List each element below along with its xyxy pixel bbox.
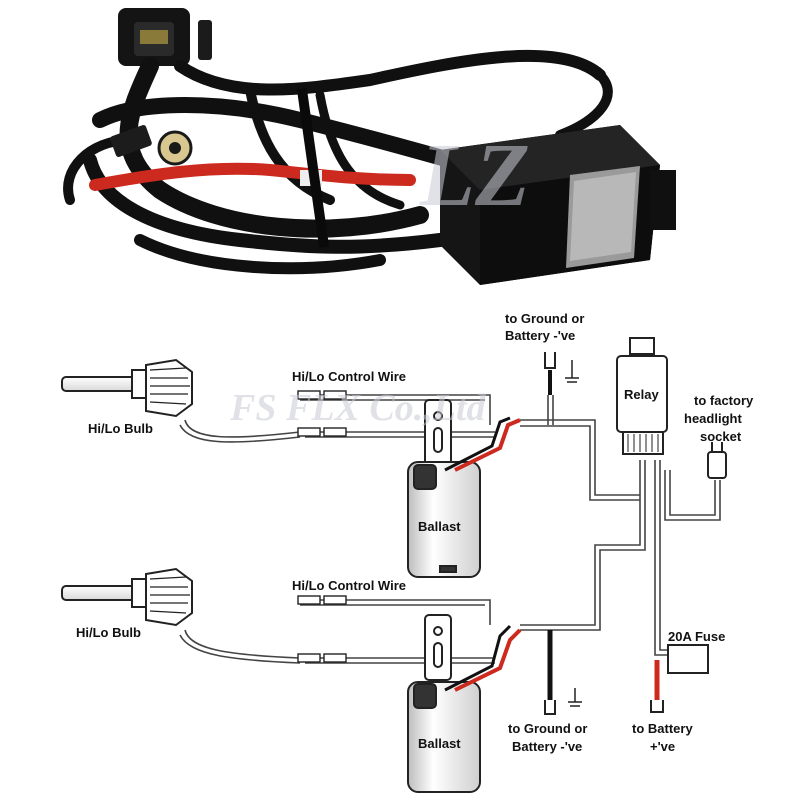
relay bbox=[616, 337, 668, 455]
connector-plug bbox=[118, 8, 212, 66]
diagram-watermark: FS FLX Co.,Ltd bbox=[229, 387, 486, 429]
control-wire-top-label: Hi/Lo Control Wire bbox=[292, 369, 406, 384]
hilo-bulb-bottom bbox=[61, 567, 193, 627]
inline-connectors-top bbox=[297, 390, 347, 437]
ballast-bottom bbox=[407, 614, 522, 793]
diagram-labels: to Ground or Battery -'ve Relay to facto… bbox=[76, 311, 754, 754]
factory-label-line3: socket bbox=[700, 429, 742, 444]
ground-bottom-label-line1: to Ground or bbox=[508, 721, 587, 736]
ballast-bottom-label: Ballast bbox=[418, 736, 461, 751]
ground-bottom-label-line2: Battery -'ve bbox=[512, 739, 582, 754]
ground-terminal-bottom bbox=[544, 630, 582, 715]
fuse-20a bbox=[650, 644, 709, 713]
relay-label: Relay bbox=[624, 387, 659, 402]
relay-box-photo bbox=[440, 125, 676, 285]
zip-tie bbox=[296, 88, 330, 248]
red-wire-photo bbox=[89, 162, 416, 191]
hilo-bulb-top bbox=[61, 358, 193, 418]
inline-connectors-bottom bbox=[297, 595, 347, 663]
fuse-label: 20A Fuse bbox=[668, 629, 725, 644]
harness-photo: LZ bbox=[63, 8, 676, 285]
wire-routes bbox=[179, 394, 721, 664]
factory-label-line2: headlight bbox=[684, 411, 742, 426]
battery-label-line2: +'ve bbox=[650, 739, 675, 754]
ballast-top bbox=[407, 399, 521, 578]
ballast-top-label: Ballast bbox=[418, 519, 461, 534]
photo-watermark: LZ bbox=[419, 126, 530, 225]
ground-terminal-top bbox=[544, 352, 579, 395]
factory-headlight-plug bbox=[707, 442, 727, 479]
control-wire-bottom-label: Hi/Lo Control Wire bbox=[292, 578, 406, 593]
fuse-holder bbox=[110, 125, 152, 157]
bulb-bottom-label: Hi/Lo Bulb bbox=[76, 625, 141, 640]
ground-top-label-line1: to Ground or bbox=[505, 311, 584, 326]
factory-label-line1: to factory bbox=[694, 393, 754, 408]
battery-label-line1: to Battery bbox=[632, 721, 693, 736]
bulb-top-label: Hi/Lo Bulb bbox=[88, 421, 153, 436]
ground-top-label-line2: Battery -'ve bbox=[505, 328, 575, 343]
ring-terminal bbox=[157, 130, 193, 166]
wiring-diagram bbox=[61, 337, 727, 793]
